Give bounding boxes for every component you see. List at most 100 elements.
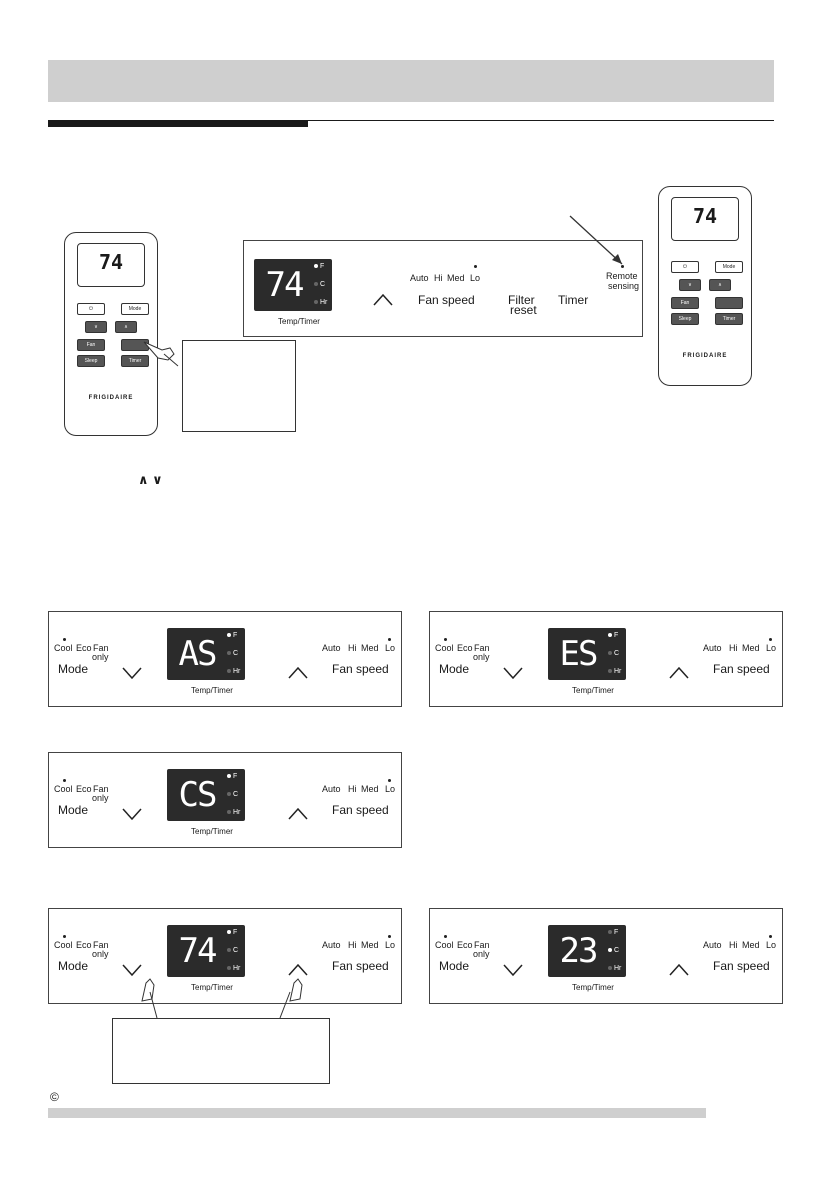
remote-control-small: 74 ⏻ Mode ∨ ∧ Fan Sleep Timer FRIGIDAIRE — [64, 232, 158, 436]
display-caption: Temp/Timer — [191, 686, 233, 695]
up-arrow-icon[interactable] — [372, 293, 394, 307]
fan-option-auto: Auto — [703, 643, 722, 653]
up-arrow-icon[interactable] — [287, 807, 309, 821]
timer-button[interactable]: Timer — [121, 355, 149, 367]
section-rule-thick — [48, 120, 308, 127]
indicator-hr: Hr — [608, 668, 621, 675]
mode-option-fan-only: only — [473, 652, 490, 662]
mode-label[interactable]: Mode — [58, 662, 89, 676]
down-button[interactable]: ∨ — [679, 279, 701, 291]
mode-label[interactable]: Mode — [58, 803, 89, 817]
section-rule-thin — [308, 120, 774, 121]
header-band — [48, 60, 774, 102]
fan-option-hi: Hi — [434, 273, 443, 283]
fan-lo-indicator-dot — [388, 638, 391, 641]
mode-option-cool: Cool — [54, 643, 73, 653]
indicator-c: C — [608, 947, 619, 954]
display-value: CS — [178, 775, 218, 815]
copyright-symbol: © — [50, 1090, 59, 1104]
down-arrow-icon[interactable] — [502, 666, 524, 680]
mode-label[interactable]: Mode — [439, 662, 470, 676]
mode-option-cool: Cool — [435, 643, 454, 653]
up-button[interactable]: ∧ — [709, 279, 731, 291]
mode-option-fan: Fan — [93, 940, 109, 950]
cool-indicator-dot — [63, 935, 66, 938]
fan-speed-label[interactable]: Fan speed — [332, 959, 389, 973]
down-arrow-icon[interactable] — [121, 807, 143, 821]
up-arrow-icon[interactable] — [668, 666, 690, 680]
fan-option-auto: Auto — [410, 273, 429, 283]
mode-option-cool: Cool — [54, 940, 73, 950]
fan-button[interactable]: Fan — [77, 339, 105, 351]
mode-button[interactable]: Mode — [121, 303, 149, 315]
power-button[interactable]: ⏻ — [77, 303, 105, 315]
up-arrow-icon[interactable] — [668, 963, 690, 977]
timer-button[interactable]: Timer — [715, 313, 743, 325]
fan-speed-label[interactable]: Fan speed — [713, 959, 770, 973]
indicator-hr: Hr — [227, 965, 240, 972]
mode-button[interactable]: Mode — [715, 261, 743, 273]
fan-option-med: Med — [361, 784, 379, 794]
timer-label[interactable]: Timer — [558, 293, 589, 307]
display-caption: Temp/Timer — [572, 983, 614, 992]
up-arrow-icon[interactable] — [287, 666, 309, 680]
fan-speed-label[interactable]: Fan speed — [713, 662, 770, 676]
power-button[interactable]: ⏻ — [671, 261, 699, 273]
mode-option-eco: Eco — [76, 643, 92, 653]
mode-option-cool: Cool — [435, 940, 454, 950]
remote-control-large: 74 ⏻ Mode ∨ ∧ Fan Sleep Timer FRIGIDAIRE — [658, 186, 752, 386]
fan-speed-label[interactable]: Fan speed — [418, 293, 475, 307]
fan-option-lo: Lo — [766, 643, 777, 653]
callout-box-remote — [182, 340, 296, 432]
down-arrow-icon[interactable] — [121, 666, 143, 680]
pointing-hand-up-icon — [289, 978, 303, 1002]
down-arrow-icon[interactable] — [502, 963, 524, 977]
remote-screen-value: 74 — [98, 250, 124, 274]
fan-lo-indicator-dot — [769, 935, 772, 938]
mode-option-fan: Fan — [93, 784, 109, 794]
fan-option-med: Med — [742, 940, 760, 950]
mode-label[interactable]: Mode — [58, 959, 89, 973]
display-value: 74 — [265, 265, 305, 305]
remote-sensing-button[interactable] — [715, 297, 743, 309]
fan-speed-label[interactable]: Fan speed — [332, 662, 389, 676]
remote-sensing-label-line1: Remote — [606, 271, 638, 281]
fan-option-hi: Hi — [729, 940, 738, 950]
up-arrow-icon[interactable] — [287, 963, 309, 977]
up-button[interactable]: ∧ — [115, 321, 137, 333]
mode-option-fan-only: only — [92, 652, 109, 662]
fan-button[interactable]: Fan — [671, 297, 699, 309]
control-panel-full: 74 F C Hr Temp/Timer Auto Hi Med Lo Fan … — [243, 240, 643, 337]
mode-option-fan: Fan — [474, 940, 490, 950]
mode-option-eco: Eco — [76, 784, 92, 794]
mode-option-fan-only: only — [92, 949, 109, 959]
mode-option-fan: Fan — [93, 643, 109, 653]
mode-option-fan-only: only — [92, 793, 109, 803]
indicator-f: F — [227, 929, 237, 936]
fan-option-auto: Auto — [703, 940, 722, 950]
down-arrow-icon[interactable] — [121, 963, 143, 977]
filter-label-line2[interactable]: reset — [510, 303, 537, 317]
fan-speed-label[interactable]: Fan speed — [332, 803, 389, 817]
sleep-button[interactable]: Sleep — [77, 355, 105, 367]
filter-label-line1[interactable]: Filter — [508, 293, 535, 307]
indicator-hr: Hr — [227, 668, 240, 675]
down-button[interactable]: ∨ — [85, 321, 107, 333]
fan-option-lo: Lo — [385, 643, 396, 653]
indicator-c: C — [227, 650, 238, 657]
remote-sensing-label-line2: sensing — [608, 281, 640, 291]
mode-label[interactable]: Mode — [439, 959, 470, 973]
sleep-button[interactable]: Sleep — [671, 313, 699, 325]
display-caption: Temp/Timer — [191, 983, 233, 992]
fan-option-lo: Lo — [766, 940, 777, 950]
indicator-hr: Hr — [608, 965, 621, 972]
mode-option-fan-only: only — [473, 949, 490, 959]
indicator-f: F — [608, 929, 618, 936]
fan-lo-indicator-dot — [388, 935, 391, 938]
fan-option-med: Med — [447, 273, 465, 283]
cool-indicator-dot — [444, 638, 447, 641]
